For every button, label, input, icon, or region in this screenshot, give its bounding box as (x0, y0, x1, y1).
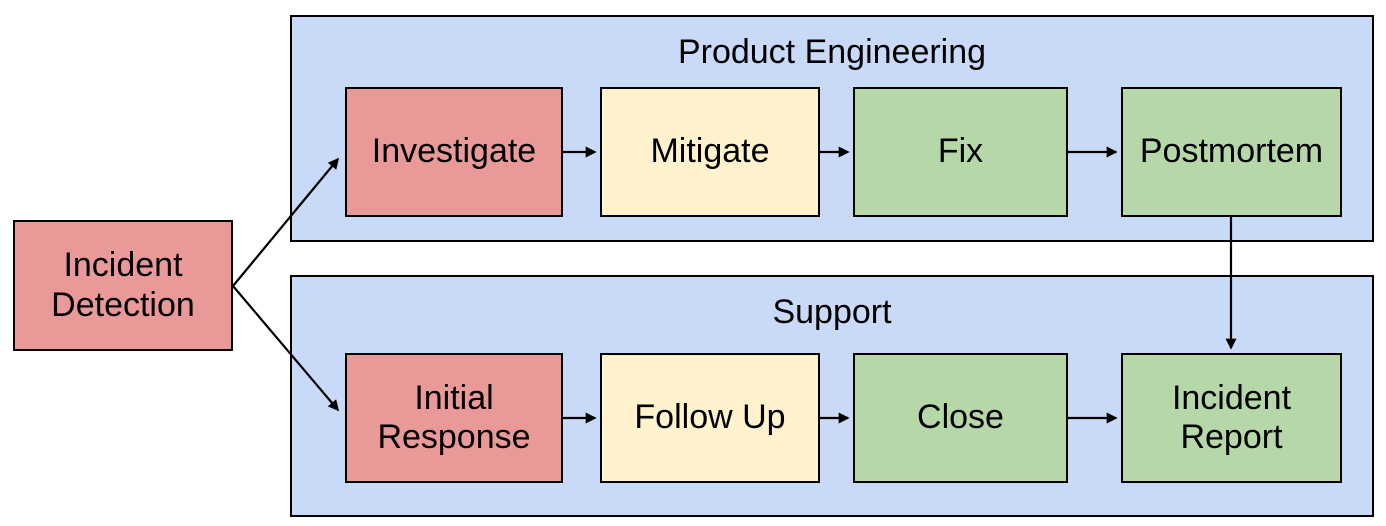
node-close[interactable]: Close (853, 353, 1068, 483)
node-fix[interactable]: Fix (853, 87, 1068, 217)
node-label-incident-report: Incident Report (1171, 378, 1292, 456)
node-initial-response[interactable]: Initial Response (345, 353, 563, 483)
node-label-fix: Fix (937, 132, 984, 171)
node-postmortem[interactable]: Postmortem (1121, 87, 1342, 217)
node-investigate[interactable]: Investigate (345, 87, 563, 217)
node-label-investigate: Investigate (371, 132, 537, 171)
node-label-follow-up: Follow Up (634, 398, 786, 437)
node-incident-report[interactable]: Incident Report (1121, 353, 1342, 483)
node-mitigate[interactable]: Mitigate (600, 87, 820, 217)
node-label-postmortem: Postmortem (1139, 132, 1324, 171)
node-incident-detection[interactable]: Incident Detection (13, 220, 233, 351)
lane-title-support: Support (772, 293, 892, 331)
lane-title-product-engineering: Product Engineering (677, 33, 987, 71)
node-label-mitigate: Mitigate (650, 132, 770, 171)
node-label-initial-response: Initial Response (377, 378, 531, 456)
node-label-close: Close (917, 398, 1004, 437)
node-follow-up[interactable]: Follow Up (600, 353, 820, 483)
node-label-incident-detection: Incident Detection (51, 246, 195, 324)
